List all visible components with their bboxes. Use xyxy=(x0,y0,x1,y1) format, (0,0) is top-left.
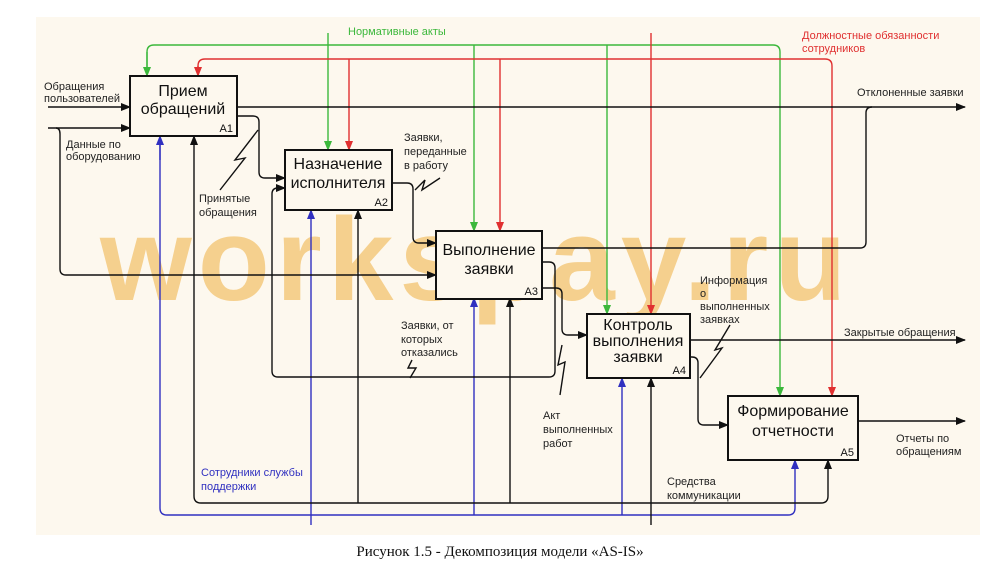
box-id: A4 xyxy=(673,365,686,377)
label-comms: Средства xyxy=(667,476,717,488)
label-assigned: в работу xyxy=(404,160,448,172)
work-act-arrow xyxy=(542,287,588,339)
label-work-act: работ xyxy=(543,438,572,450)
mechanism-staff-arrow xyxy=(156,135,799,525)
activity-box-a4[interactable]: Контроль выполнения заявки A4 xyxy=(586,313,691,379)
label-rejected: Отклоненные заявки xyxy=(857,87,964,99)
squiggle xyxy=(406,359,418,379)
label-duties: сотрудников xyxy=(802,43,865,55)
label-closed: Закрытые обращения xyxy=(844,327,956,339)
box-title: Контроль xyxy=(603,317,673,334)
label-reports: обращениям xyxy=(896,446,961,458)
box-id: A3 xyxy=(525,286,538,298)
squiggle xyxy=(699,324,731,379)
activity-box-a5[interactable]: Формирование отчетности A5 xyxy=(727,395,859,461)
box-title: исполнителя xyxy=(291,175,386,192)
assigned-requests-arrow xyxy=(392,182,437,247)
label-accepted: Принятые xyxy=(199,193,250,205)
box-title: Выполнение xyxy=(442,242,535,259)
control-duties-arrow xyxy=(194,33,836,397)
figure-caption: Рисунок 1.5 - Декомпозиция модели «AS-IS… xyxy=(356,544,644,560)
label-refused: которых xyxy=(401,334,443,346)
label-work-act: Акт xyxy=(543,410,560,422)
squiggle xyxy=(557,344,566,396)
control-regulations-arrow xyxy=(143,33,784,397)
label-equipment-data: Данные по xyxy=(66,139,121,151)
box-title: отчетности xyxy=(752,423,834,440)
label-completed-info: о xyxy=(700,288,706,300)
box-title: Формирование xyxy=(737,403,849,420)
box-id: A1 xyxy=(220,123,233,135)
label-user-requests: пользователей xyxy=(44,93,120,105)
box-title: Назначение xyxy=(294,156,383,173)
box-title: выполнения xyxy=(593,333,684,350)
label-reports: Отчеты по xyxy=(896,433,949,445)
box-title: Прием xyxy=(158,83,207,100)
label-refused: отказались xyxy=(401,347,458,359)
box-id: A2 xyxy=(375,197,388,209)
label-accepted: обращения xyxy=(199,207,257,219)
label-staff: Сотрудники службы xyxy=(201,467,303,479)
label-completed-info: заявках xyxy=(700,314,740,326)
equipment-data-to-a3-arrow xyxy=(55,127,437,279)
squiggle xyxy=(219,129,259,191)
squiggle xyxy=(414,177,441,192)
mechanism-comms-arrow xyxy=(190,135,832,525)
accepted-requests-arrow xyxy=(237,115,286,182)
label-equipment-data: оборудованию xyxy=(66,151,141,163)
refused-requests-arrow xyxy=(271,184,556,378)
label-comms: коммуникации xyxy=(667,490,741,502)
label-assigned: переданные xyxy=(404,146,467,158)
label-staff: поддержки xyxy=(201,481,256,493)
label-work-act: выполненных xyxy=(543,424,613,436)
a3-rejected-arrow xyxy=(542,106,873,249)
label-completed-info: Информация xyxy=(700,275,767,287)
box-title: заявки xyxy=(613,349,662,366)
box-title: обращений xyxy=(141,101,225,118)
box-id: A5 xyxy=(841,447,854,459)
label-refused: Заявки, от xyxy=(401,320,454,332)
label-assigned: Заявки, xyxy=(404,132,443,144)
label-user-requests: Обращения xyxy=(44,81,104,93)
label-duties: Должностные обязанности xyxy=(802,30,939,42)
box-title: заявки xyxy=(464,261,513,278)
completed-info-arrow xyxy=(690,356,729,429)
activity-box-a1[interactable]: Прием обращений A1 xyxy=(129,75,238,137)
activity-box-a2[interactable]: Назначение исполнителя A2 xyxy=(284,149,393,211)
activity-box-a3[interactable]: Выполнение заявки A3 xyxy=(435,230,543,300)
label-completed-info: выполненных xyxy=(700,301,770,313)
label-regulations: Нормативные акты xyxy=(348,26,446,38)
